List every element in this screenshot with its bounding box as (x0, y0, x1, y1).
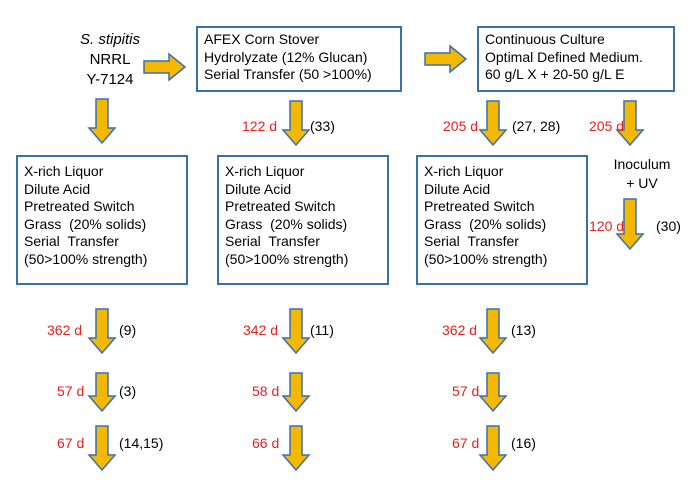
step-ref-col3-r1: (13) (511, 322, 536, 338)
continuous-line: Optimal Defined Medium. (485, 48, 643, 65)
xrich-line: Pretreated Switch (225, 198, 336, 214)
strain-label: S. stipitis NRRL Y-7124 (55, 30, 165, 90)
step-ref-col2-top: (33) (310, 118, 335, 134)
xrich-line: (50>100% strength) (424, 250, 548, 267)
step-time-col1-r3: 67 d (57, 435, 85, 451)
step-time-col3-r2: 57 d (452, 383, 480, 399)
arrow-down-icon (478, 425, 508, 472)
xrich-box-2: X-rich Liquor Dilute Acid Pretreated Swi… (217, 155, 389, 285)
arrow-right-icon (143, 52, 187, 82)
arrow-down-icon (87, 308, 117, 355)
inoculum-label: Inoculum + UV (602, 155, 682, 193)
xrich-line: Pretreated Switch (424, 198, 535, 214)
afex-line: AFEX Corn Stover (204, 31, 320, 47)
strain-collection: NRRL (89, 51, 131, 68)
continuous-culture-box: Continuous Culture Optimal Defined Mediu… (477, 26, 675, 92)
step-time-col2-r1: 342 d (243, 322, 279, 338)
xrich-line: Dilute Acid (225, 180, 292, 197)
step-time-col3-top: 205 d (443, 118, 479, 134)
step-time-col1-r2: 57 d (57, 383, 85, 399)
arrow-down-icon (281, 425, 311, 472)
strain-number: Y-7124 (86, 71, 134, 88)
continuous-line: 60 g/L X + 20-50 g/L E (485, 66, 625, 82)
afex-line: Hydrolyzate (12% Glucan) (204, 48, 368, 65)
step-time-col3-r1: 362 d (442, 322, 478, 338)
xrich-line: (50>100% strength) (24, 250, 148, 267)
xrich-line: Pretreated Switch (24, 198, 135, 214)
arrow-down-icon (87, 98, 117, 145)
step-time-col4-mid: 120 d (589, 218, 625, 234)
arrow-down-icon (478, 308, 508, 355)
arrow-down-icon (281, 100, 311, 147)
afex-box: AFEX Corn Stover Hydrolyzate (12% Glucan… (196, 26, 402, 92)
arrow-down-icon (615, 198, 645, 251)
arrow-down-icon (478, 100, 508, 147)
step-ref-col2-r1: (11) (310, 322, 334, 338)
step-ref-col3-top: (27, 28) (512, 118, 561, 134)
xrich-line: Grass (20% solids) (424, 215, 547, 232)
xrich-line: (50>100% strength) (225, 250, 349, 267)
xrich-box-1: X-rich Liquor Dilute Acid Pretreated Swi… (16, 155, 188, 285)
inoculum-line1: Inoculum (613, 156, 671, 172)
xrich-line: X-rich Liquor (424, 163, 504, 179)
continuous-line: Continuous Culture (485, 31, 605, 47)
xrich-line: X-rich Liquor (24, 163, 104, 179)
arrow-down-icon (281, 372, 311, 413)
arrow-down-icon (87, 372, 117, 413)
step-ref-col1-r1: (9) (119, 322, 137, 338)
step-time-col1-r1: 362 d (47, 322, 83, 338)
afex-line: Serial Transfer (50 >100%) (204, 66, 372, 82)
step-ref-col1-r2: (3) (119, 383, 137, 399)
xrich-box-3: X-rich Liquor Dilute Acid Pretreated Swi… (416, 155, 588, 285)
step-time-col4-top: 205 d (589, 118, 625, 134)
inoculum-line2: + UV (626, 175, 658, 191)
step-time-col2-r3: 66 d (252, 435, 280, 451)
arrow-down-icon (478, 372, 508, 413)
xrich-line: Grass (20% solids) (225, 215, 348, 232)
step-ref-col1-r3: (14,15) (119, 435, 164, 451)
step-ref-col4-mid: (30) (656, 218, 681, 234)
step-time-col2-r2: 58 d (252, 383, 280, 399)
step-ref-col3-r3: (16) (511, 435, 536, 451)
arrow-down-icon (281, 308, 311, 355)
xrich-line: Serial Transfer (24, 233, 119, 249)
arrow-right-icon (424, 44, 468, 74)
xrich-line: X-rich Liquor (225, 163, 305, 179)
strain-genus: S. stipitis (79, 31, 140, 48)
step-time-col3-r3: 67 d (452, 435, 480, 451)
xrich-line: Grass (20% solids) (24, 215, 147, 232)
arrow-down-icon (615, 100, 645, 147)
xrich-line: Dilute Acid (24, 180, 91, 197)
xrich-line: Serial Transfer (424, 233, 519, 249)
xrich-line: Serial Transfer (225, 233, 320, 249)
xrich-line: Dilute Acid (424, 180, 491, 197)
arrow-down-icon (87, 425, 117, 472)
step-time-col2-top: 122 d (242, 118, 278, 134)
